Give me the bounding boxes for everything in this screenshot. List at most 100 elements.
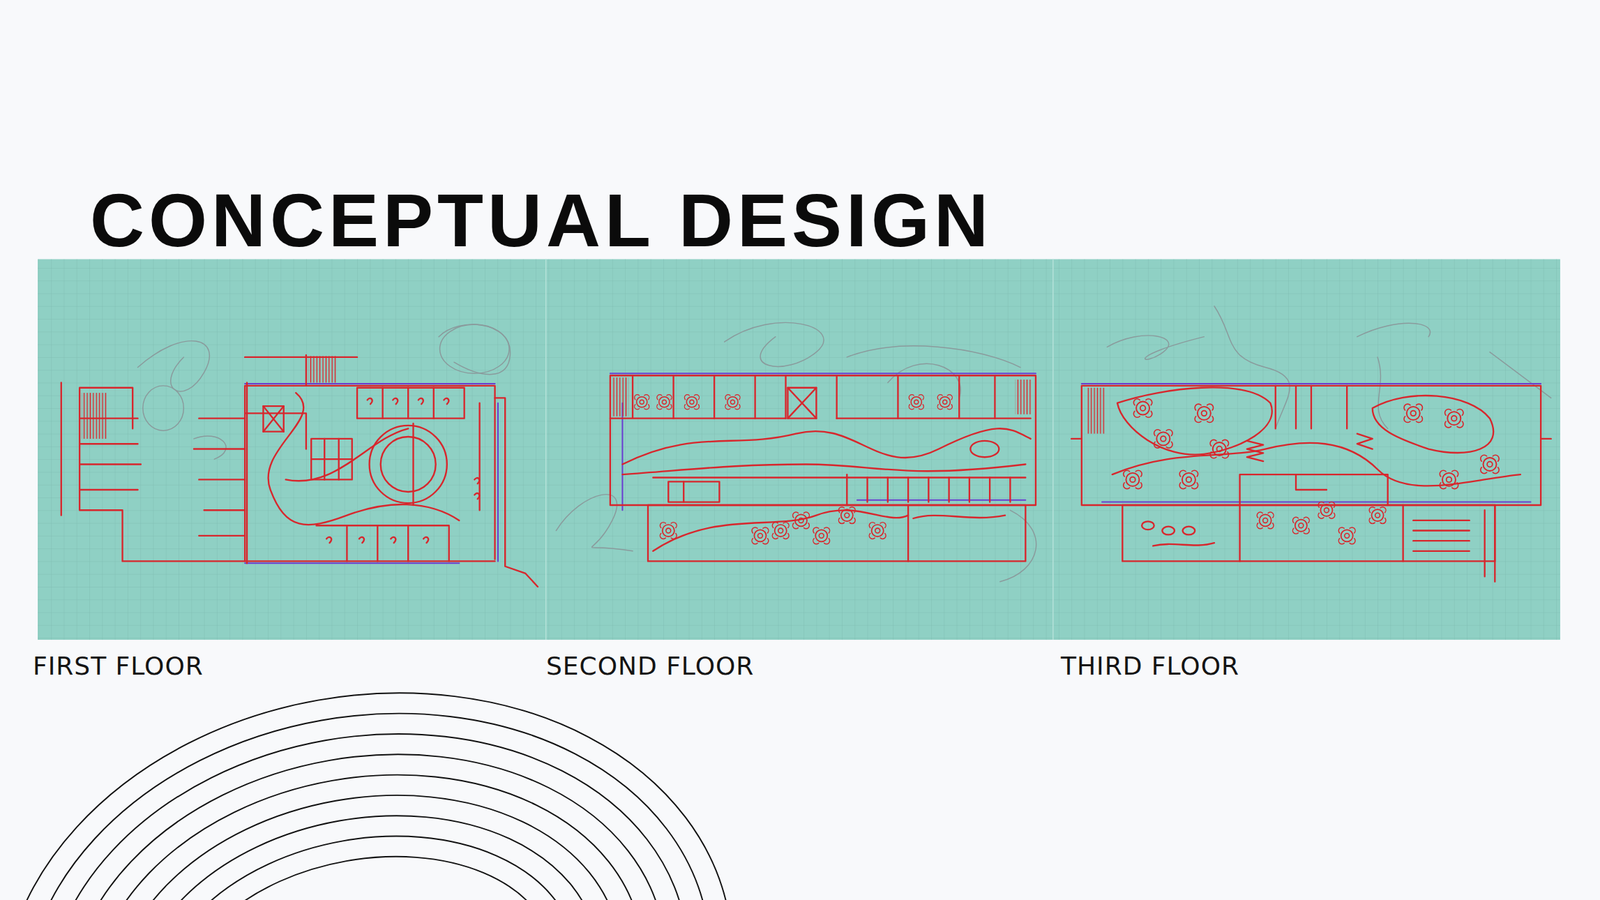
second-floor-sketch-part-part	[555, 494, 633, 552]
second-floor-sketch-part	[610, 375, 1036, 561]
second-floor-sketch-part-part	[1015, 379, 1032, 415]
decorative-arcs-part	[0, 636, 779, 900]
first-floor-sketch-part-part	[308, 355, 337, 383]
decorative-arcs-part	[0, 660, 753, 900]
first-floor-sketch-part-part	[412, 423, 414, 505]
first-floor-sketch-part	[61, 355, 538, 587]
second-floor-sketch-part-part	[867, 477, 1011, 502]
second-floor-sketch-part-part	[610, 375, 1036, 505]
second-floor-sketch-part-part	[970, 440, 999, 457]
second-floor-sketch-part-part	[622, 463, 1026, 475]
first-floor-sketch-part-part	[60, 382, 63, 515]
third-floor-sketch-part-part	[1357, 322, 1431, 337]
third-floor-sketch-part-part	[1152, 542, 1215, 546]
second-floor-sketch-part-part	[682, 481, 685, 502]
floor-label: FIRST FLOOR	[32, 653, 204, 679]
third-floor-sketch-part	[1106, 306, 1551, 429]
third-floor-sketch-part-part	[1489, 352, 1552, 399]
third-floor-sketch-part-part	[1247, 440, 1264, 462]
first-floor-sketch-part-part	[369, 425, 448, 503]
second-floor-sketch-part	[937, 394, 953, 410]
second-floor-sketch-part-part	[673, 375, 996, 418]
third-floor-sketch-part	[1210, 439, 1229, 458]
second-floor-sketch-part-part	[652, 509, 909, 551]
first-floor-sketch-part	[244, 383, 498, 563]
third-floor-sketch-part	[1179, 470, 1198, 489]
second-floor-sketch-part	[751, 527, 769, 545]
third-floor-sketch-part	[1480, 454, 1499, 473]
third-floor-sketch-part	[1194, 403, 1213, 422]
second-floor-sketch-part	[793, 511, 810, 529]
floor-label: THIRD FLOOR	[1060, 653, 1240, 679]
first-floor-sketch-part-part	[326, 537, 429, 543]
third-floor-sketch-part-part	[1117, 387, 1273, 455]
third-floor-sketch-part	[1133, 398, 1152, 418]
first-floor-sketch-part-part	[79, 418, 141, 490]
third-floor-sketch-part	[1404, 403, 1423, 422]
second-floor-sketch-part-part	[610, 375, 1031, 418]
third-floor-sketch-part-part	[1086, 387, 1105, 434]
third-floor-sketch-part	[1154, 429, 1173, 448]
first-floor-sketch-part-part	[479, 397, 538, 587]
first-floor-sketch-part-part	[193, 435, 226, 459]
second-floor-sketch-part-part	[668, 481, 720, 502]
third-floor-sketch-part-part	[1377, 357, 1388, 429]
first-floor-sketch-part-part	[244, 355, 358, 386]
second-floor-sketch-part	[725, 394, 741, 410]
third-floor-sketch-part	[1318, 501, 1335, 519]
decorative-arcs-part	[58, 732, 676, 900]
third-floor-sketch-part	[1338, 527, 1356, 545]
second-floor-sketch-part-part	[912, 515, 1006, 519]
third-floor-sketch-part-part	[1413, 520, 1469, 552]
first-floor-sketch-part-part	[380, 436, 436, 492]
second-floor-sketch-part	[634, 394, 650, 410]
third-floor-sketch-part-part	[1240, 474, 1388, 505]
first-floor-sketch-part-part	[142, 385, 185, 431]
decorative-arcs	[0, 636, 779, 900]
first-floor-sketch-part-part	[382, 387, 434, 419]
third-floor-sketch-part-part	[1372, 395, 1494, 453]
third-floor-sketch-part-part	[1081, 385, 1541, 505]
third-floor-sketch-part-part	[1357, 433, 1373, 450]
first-floor-sketch-part-part	[357, 387, 465, 419]
first-floor-sketch-part-part	[367, 398, 450, 404]
first-floor-sketch-part-part	[138, 341, 210, 392]
second-floor-sketch	[555, 322, 1036, 581]
first-floor-sketch-part-part	[79, 387, 495, 562]
second-floor-sketch-part-part	[724, 322, 824, 367]
first-floor-sketch-part-part	[474, 477, 480, 499]
third-floor-sketch-part-part	[1484, 504, 1496, 582]
floor-label: SECOND FLOOR	[546, 653, 754, 679]
sketch-panel-part	[546, 258, 1054, 640]
second-floor-sketch-part	[772, 522, 789, 540]
third-floor-sketch-part-part	[1081, 383, 1541, 503]
first-floor-sketch-part-part	[244, 405, 307, 449]
second-floor-sketch-part-part	[622, 428, 1031, 464]
second-floor-sketch-part	[838, 507, 856, 524]
second-floor-sketch-part	[659, 522, 677, 540]
third-floor-sketch-part	[1071, 385, 1552, 582]
second-floor-sketch-part	[610, 373, 1036, 510]
sketch-panel	[37, 258, 1561, 640]
third-floor-sketch-part-part	[1112, 442, 1521, 487]
sketch-panel-part	[37, 258, 1561, 640]
third-floor-sketch-part-part	[1141, 521, 1155, 530]
first-floor-sketch-part-part	[316, 525, 450, 561]
decorative-arcs-part	[110, 780, 625, 900]
second-floor-sketch-part-part	[907, 504, 909, 561]
second-floor-sketch-part-part	[647, 504, 1026, 561]
second-floor-sketch-part-part	[846, 345, 1021, 368]
second-floor-sketch-part-part	[787, 387, 817, 419]
first-floor-sketch-part-part	[193, 418, 245, 536]
decorative-arcs-part	[84, 756, 651, 900]
first-floor-sketch-part-part	[438, 324, 510, 375]
third-floor-sketch	[1071, 306, 1552, 582]
first-floor-sketch-part-part	[244, 383, 498, 563]
third-floor-sketch-part-part	[1214, 306, 1290, 429]
second-floor-sketch-part-part	[1000, 509, 1037, 581]
decorative-arcs-part	[33, 707, 702, 900]
third-floor-sketch-part	[1081, 383, 1541, 503]
decorative-arcs-part	[161, 827, 574, 900]
slide-title: CONCEPTUAL DESIGN	[89, 182, 993, 259]
second-floor-sketch-part-part	[787, 387, 817, 419]
